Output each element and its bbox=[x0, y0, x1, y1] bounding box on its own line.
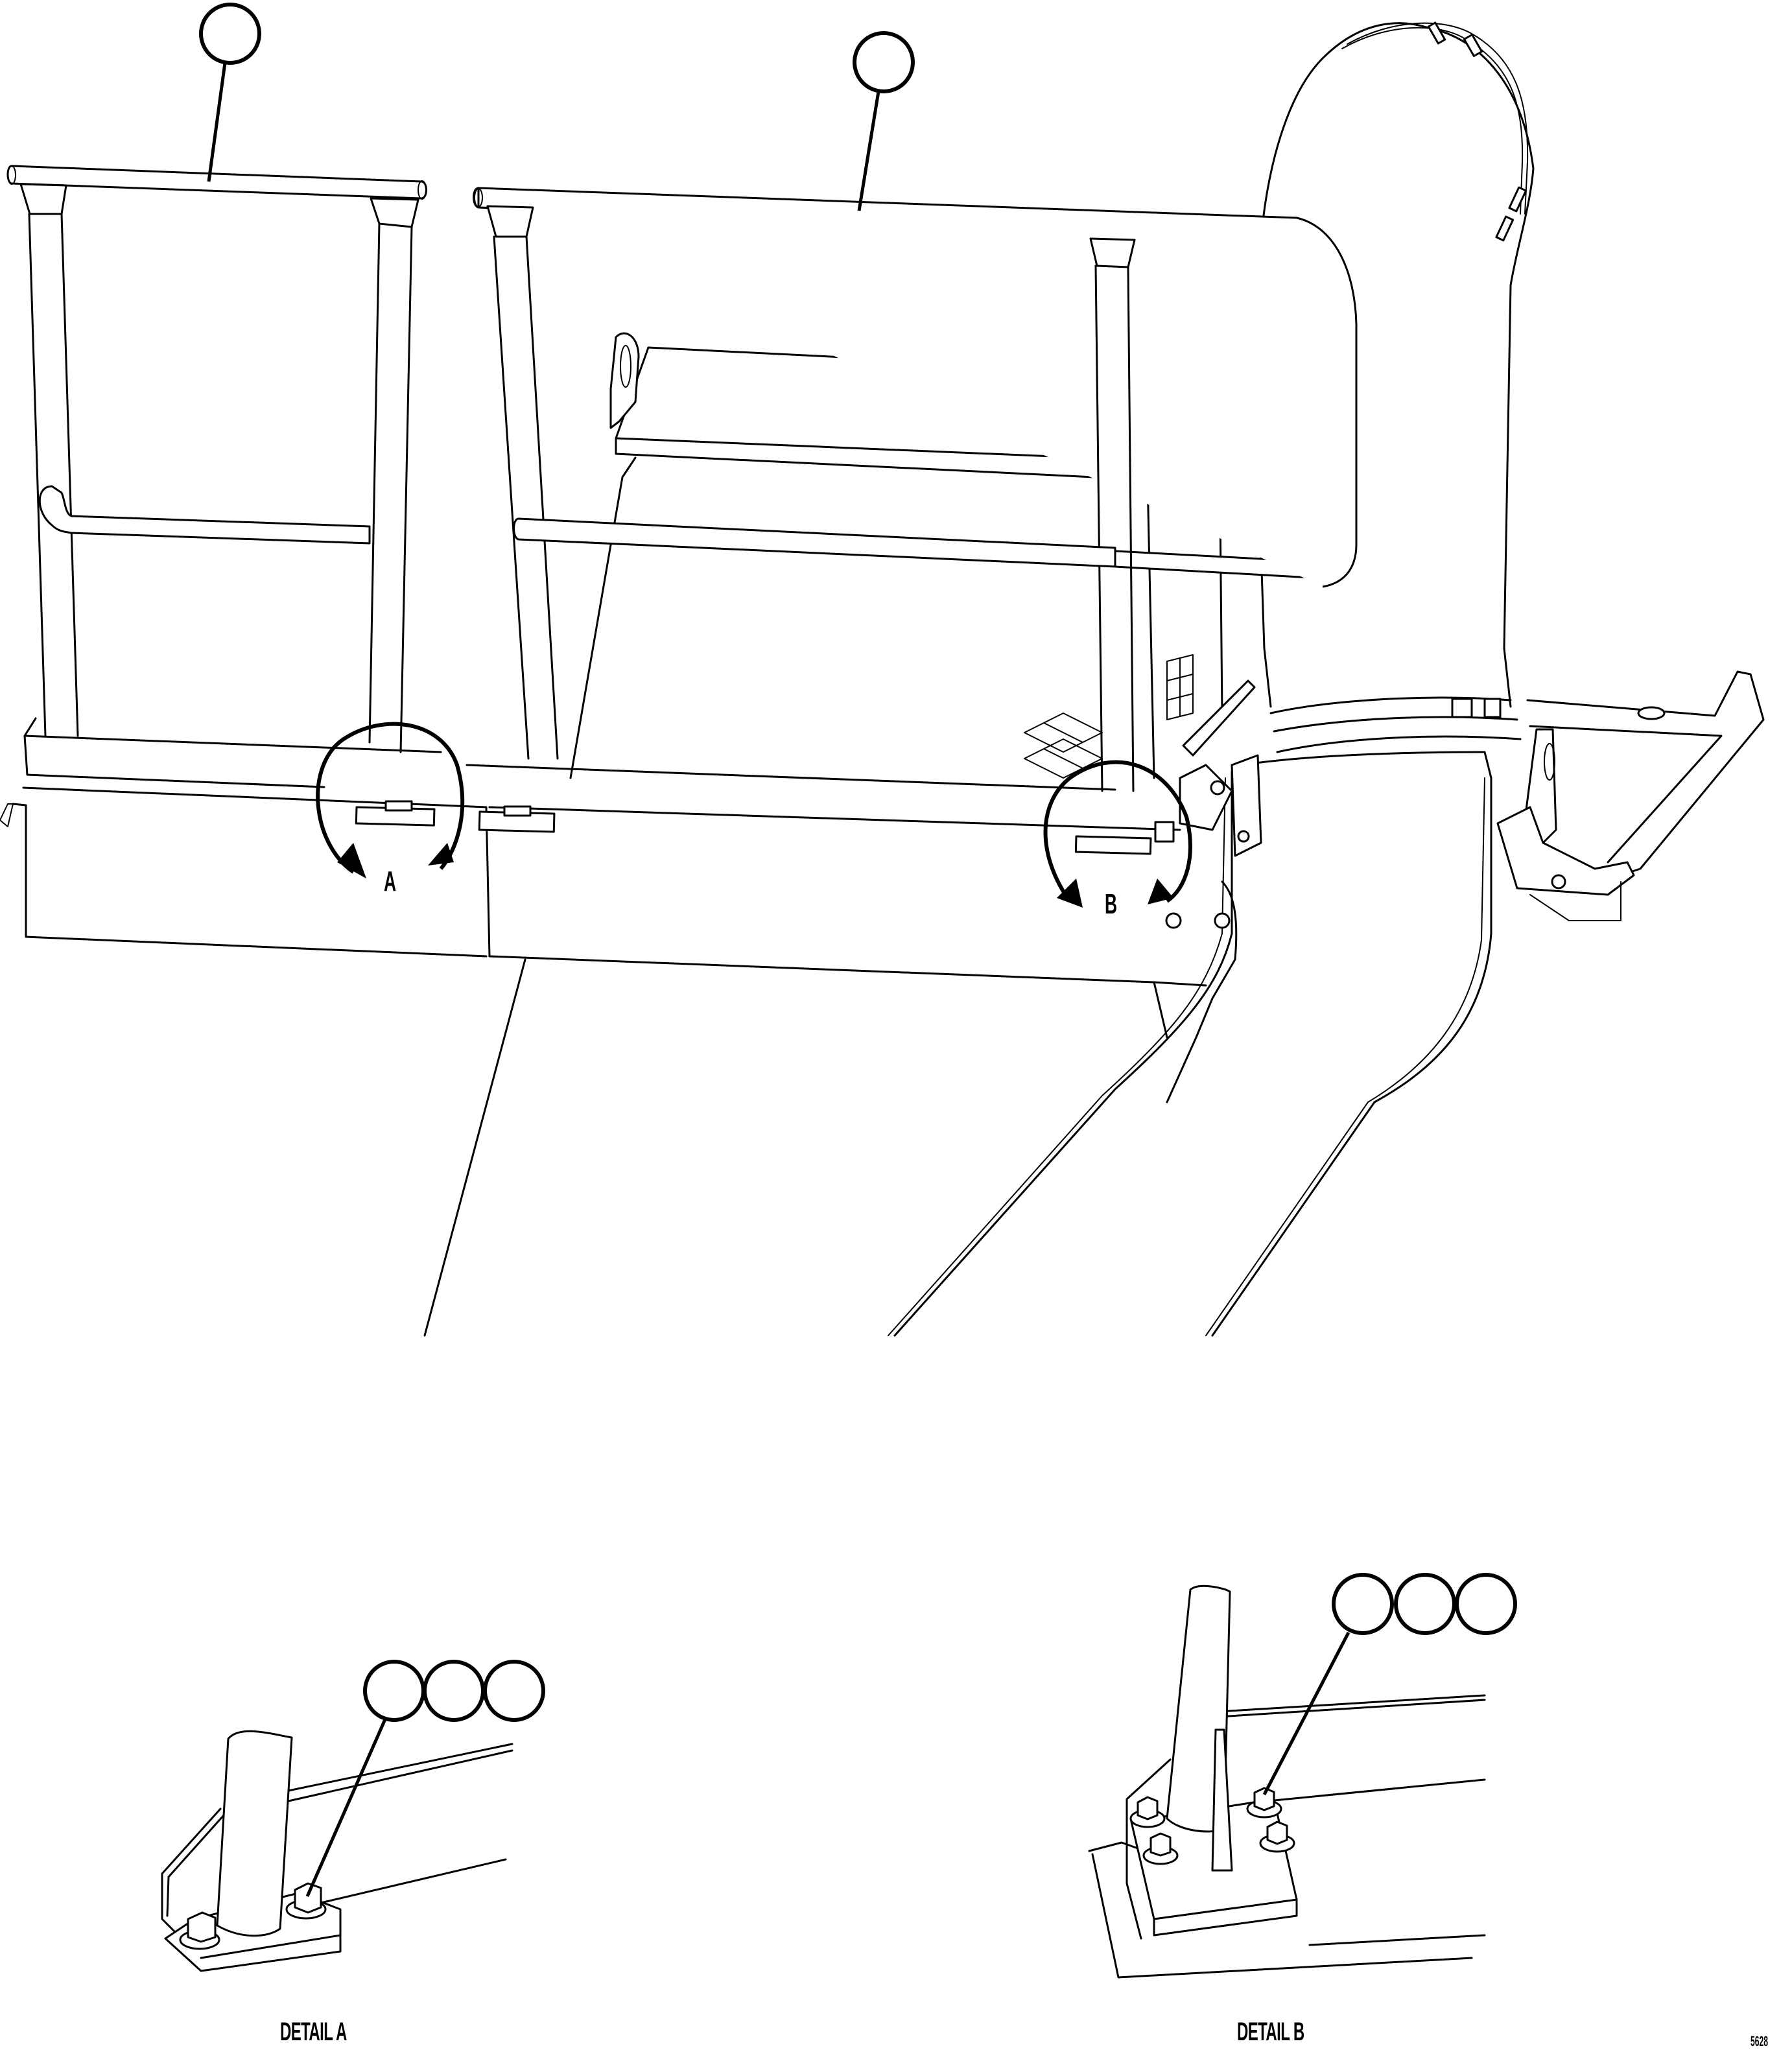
callout-balloon-detail-a-1 bbox=[363, 1660, 425, 1722]
callout-balloon-detail-b-2 bbox=[1394, 1573, 1456, 1635]
sheet-number: 5628 bbox=[1751, 2033, 1768, 2049]
bolt-hex bbox=[1129, 1796, 1166, 1828]
detail-a-view bbox=[161, 1660, 545, 1972]
main-view bbox=[0, 3, 1765, 1337]
detail-marker-b bbox=[1043, 760, 1192, 908]
rail-clips bbox=[355, 800, 1175, 855]
support-strut bbox=[423, 958, 526, 1337]
detail-b-view bbox=[1088, 1573, 1517, 1979]
callout-balloon-detail-a-3 bbox=[483, 1660, 545, 1722]
callout-balloon-right-handrail bbox=[853, 31, 915, 211]
stack-duct bbox=[888, 751, 1492, 1337]
platform-deck bbox=[0, 717, 1238, 1103]
grate-mesh bbox=[1024, 654, 1194, 779]
left-handrail bbox=[6, 165, 427, 753]
callout-balloon-detail-b-1 bbox=[1332, 1573, 1394, 1635]
detail-b-caption: DETAIL B bbox=[1237, 2018, 1304, 2046]
detail-marker-b-letter: B bbox=[1105, 888, 1118, 920]
callout-balloon-left-handrail bbox=[199, 3, 261, 182]
bolt-hex bbox=[285, 1882, 327, 1920]
bolt-hex bbox=[1142, 1832, 1179, 1865]
detail-a-caption: DETAIL A bbox=[280, 2018, 347, 2046]
callout-balloon-detail-a-2 bbox=[423, 1660, 485, 1722]
callout-balloon-detail-b-3 bbox=[1455, 1573, 1517, 1635]
right-handrail bbox=[473, 187, 1358, 792]
bolt-hex bbox=[179, 1911, 220, 1950]
bolt-hex bbox=[1246, 1787, 1282, 1819]
bolt-hex bbox=[1259, 1820, 1295, 1853]
detail-marker-a bbox=[316, 722, 465, 878]
right-platform-bracket bbox=[1496, 670, 1765, 921]
detail-marker-a-letter: A bbox=[384, 866, 397, 897]
